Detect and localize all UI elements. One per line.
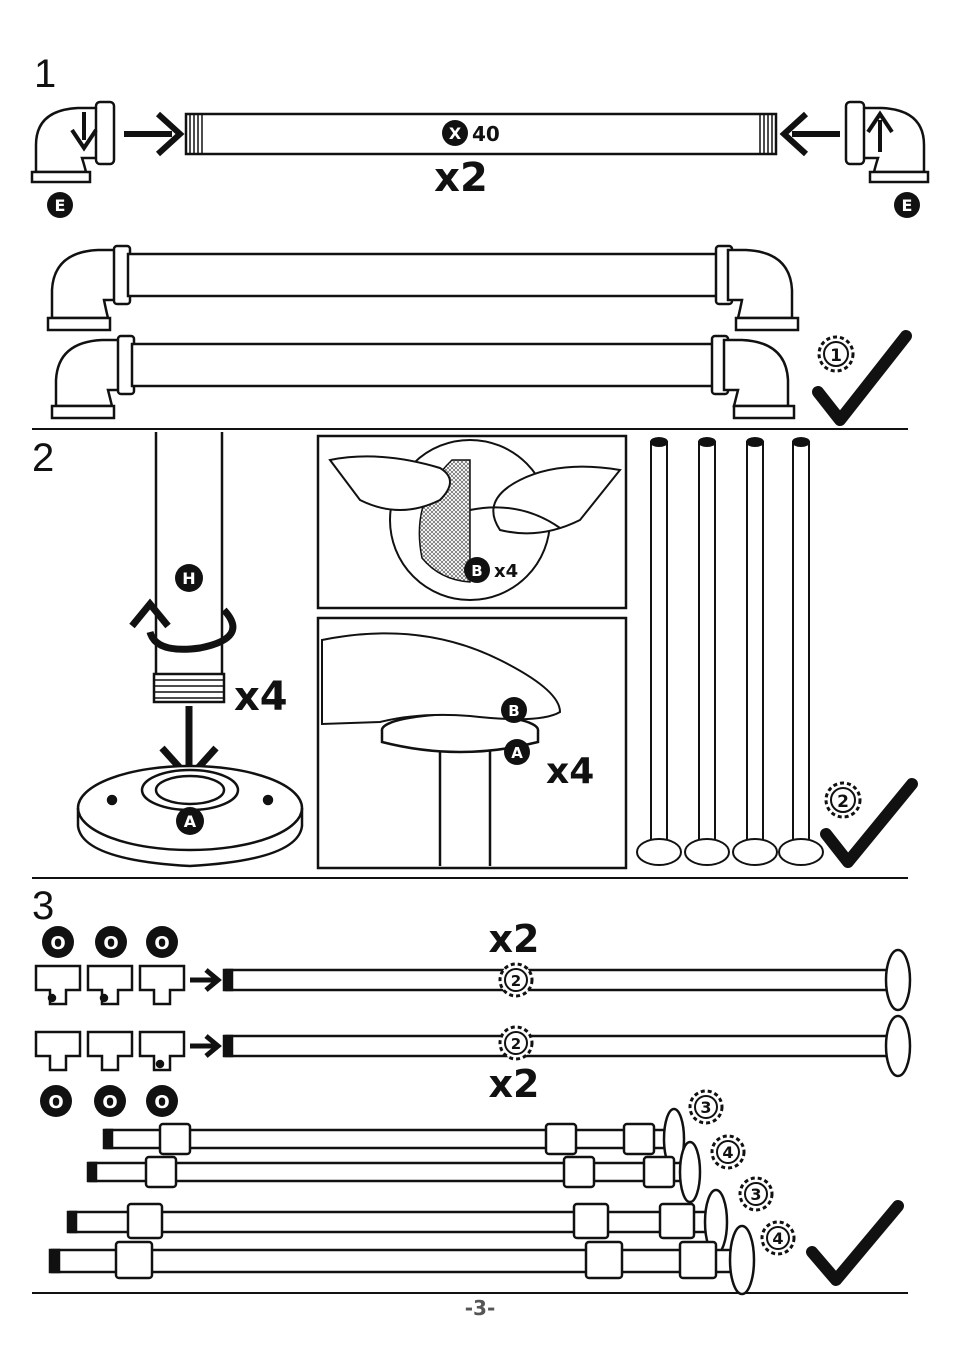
part-badge-x [442,120,468,146]
quantity-label-step3-bottom: x2 [489,1062,540,1106]
quantity-label-b: x4 [494,561,518,582]
part-badges-o-bottom [40,1085,178,1117]
checkmark-icon-2 [820,778,918,868]
quantity-label-step3-top: x2 [489,917,540,961]
assembled-rail-4a [86,1140,702,1204]
part-label-o-4: O [48,1092,63,1113]
gear-badge-label-2: 2 [837,792,849,812]
panel-apply-pad [316,434,628,610]
arrow-right-icon-3a [190,968,222,992]
rotate-arrow-icon [129,598,237,653]
part-label-e-left: E [55,196,66,215]
part-label-o-6: O [154,1092,169,1113]
tee-fittings-bottom [34,1030,186,1072]
panel-press-pad [316,616,628,870]
assembled-rail-3a [102,1107,686,1171]
part-badge-e-right [894,192,920,218]
part-label-o-5: O [102,1092,117,1113]
gear-ref-top [498,962,534,998]
quantity-label-step2-right: x4 [546,751,594,792]
checkmark-icon-1 [812,330,912,426]
section-divider-3 [32,1292,908,1294]
step-number-1: 1 [34,52,57,96]
gear-badge-label-4a: 4 [722,1143,733,1162]
gear-badge-icon-3b [738,1176,774,1212]
leg-4 [778,437,824,866]
checkmark-icon-3 [806,1200,904,1286]
part-label-o-3: O [154,933,169,954]
step1-illustration [30,100,930,184]
part-label-a-bottom: A [511,744,523,762]
assembled-rail-4b [48,1224,756,1296]
part-label-h: H [182,569,195,588]
section-divider-1 [32,428,908,430]
part-label-o-1: O [50,933,65,954]
part-label-a-flange: A [184,812,197,831]
arrow-right-icon [124,111,185,157]
elbow-fitting-left [30,100,116,184]
part-badge-h [175,564,203,592]
leg-1 [636,437,682,866]
gear-badge-label-3a: 3 [700,1098,711,1117]
tee-fittings-top [34,964,186,1006]
elbow-fitting-right [844,100,930,184]
arrow-right-icon-3b [190,1034,222,1058]
gear-badge-icon-1 [817,335,855,373]
quantity-label-step2-left: x4 [234,674,288,720]
part-label-o-2: O [103,933,118,954]
gear-badge-label-1: 1 [830,346,842,366]
arrow-left-icon [779,111,840,157]
gear-ref-label-top: 2 [511,972,521,990]
assembled-legs [636,437,824,866]
gear-badge-icon-4b [760,1220,796,1256]
part-badges-o-top [42,926,178,958]
assembled-rail-1 [46,244,800,332]
gear-badge-icon-3a [688,1089,724,1125]
assembled-rails-step3 [48,1107,756,1296]
rail-bottom-with-flange [222,1014,912,1078]
rail-top-with-flange [222,948,912,1012]
part-badge-e-left [47,192,73,218]
part-label-e-right: E [902,196,913,215]
part-badge-a-flange [176,807,204,835]
part-badge-b-top [464,557,490,583]
step2-leg-flange-illustration [76,432,304,868]
gear-badge-icon-2 [824,781,862,819]
part-label-b-top: B [471,562,482,580]
page-number: -3- [464,1296,496,1320]
leg-2 [684,437,730,866]
assembled-rail-3b [66,1188,729,1256]
assembled-rail-2 [50,334,796,420]
gear-badge-label-3b: 3 [750,1185,761,1204]
part-label-b-bottom: B [508,702,519,720]
gear-badge-label-4b: 4 [772,1229,783,1248]
gear-ref-bottom [498,1025,534,1061]
part-badge-a-bottom [504,739,530,765]
step-number-3: 3 [32,884,55,928]
section-divider-2 [32,877,908,879]
pipe-x [184,112,778,156]
part-badge-b-bottom [501,697,527,723]
gear-ref-label-bottom: 2 [511,1035,521,1053]
leg-3 [732,437,778,866]
pipe-length-label: 40 [472,122,500,146]
gear-badge-icon-4a [710,1134,746,1170]
floor-flange [76,764,304,868]
step-number-2: 2 [32,436,55,480]
quantity-label-step1: x2 [434,155,488,201]
part-label-x: X [449,124,462,143]
